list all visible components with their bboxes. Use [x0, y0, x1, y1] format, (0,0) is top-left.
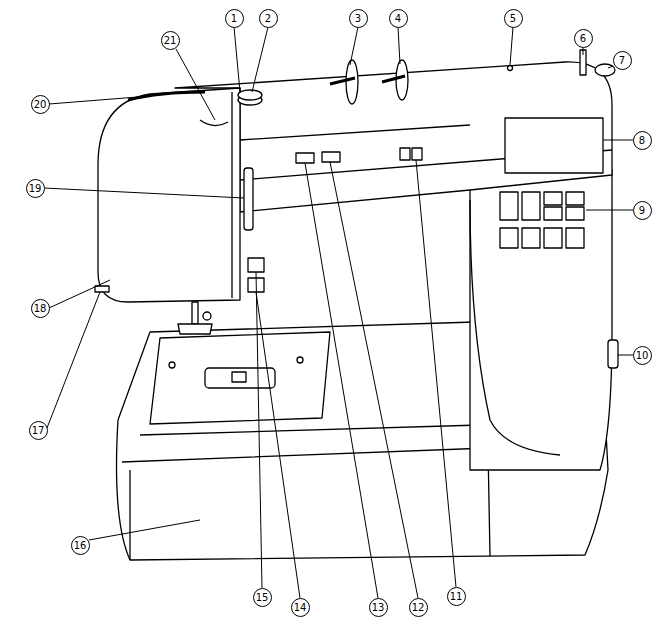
- callout-number: 9: [633, 201, 652, 220]
- callout-number: 8: [633, 131, 652, 150]
- callout-number: 3: [349, 9, 368, 28]
- base-edge: [140, 425, 480, 435]
- lcd-display: [505, 118, 603, 173]
- presser-lever: [95, 286, 109, 292]
- needle-plate: [150, 332, 330, 424]
- feed-slot: [232, 372, 246, 382]
- callout-number: 7: [613, 51, 632, 70]
- pattern-buttons: [500, 192, 584, 248]
- operation-buttons: [248, 148, 422, 292]
- callout-number: 11: [447, 587, 466, 606]
- spool-cap: [396, 60, 408, 100]
- callout-number: 15: [253, 588, 272, 607]
- callout-number: 21: [161, 31, 180, 50]
- take-up-slot: [244, 168, 253, 230]
- screw: [297, 357, 303, 363]
- callout-number: 18: [31, 299, 50, 318]
- head-edge: [231, 92, 232, 298]
- thread-guide: [128, 92, 205, 100]
- thread-slot: [200, 120, 228, 126]
- callout-number: 17: [29, 421, 48, 440]
- callout-number: 14: [291, 598, 310, 617]
- spool-cap: [346, 60, 358, 104]
- feed-dogs: [205, 368, 275, 388]
- bobbin-stopper: [595, 64, 615, 76]
- callout-number: 20: [31, 95, 50, 114]
- accessory-box-edge: [130, 448, 490, 560]
- spool-pin: [382, 76, 405, 82]
- callout-number: 10: [633, 346, 652, 365]
- callout-number: 13: [369, 598, 388, 617]
- spindle-hole: [508, 66, 513, 71]
- leader-lines: [44, 27, 633, 598]
- face-cover: [98, 88, 240, 302]
- callout-number: 6: [574, 29, 593, 48]
- callout-number: 1: [225, 9, 244, 28]
- machine-pillar: [470, 170, 612, 470]
- presser-foot: [178, 324, 212, 334]
- handwheel: [608, 340, 618, 368]
- callout-number: 12: [409, 598, 428, 617]
- callout-number: 4: [389, 9, 408, 28]
- callout-number: 5: [504, 9, 523, 28]
- foot-screw: [203, 312, 211, 320]
- callout-number: 19: [26, 179, 45, 198]
- needle-bar: [192, 302, 198, 324]
- screw: [169, 362, 175, 368]
- arm-edge: [240, 125, 470, 140]
- spool-pin: [330, 78, 355, 84]
- callout-number: 2: [259, 9, 278, 28]
- callout-number: 16: [71, 536, 90, 555]
- tension-dial-top: [238, 90, 262, 100]
